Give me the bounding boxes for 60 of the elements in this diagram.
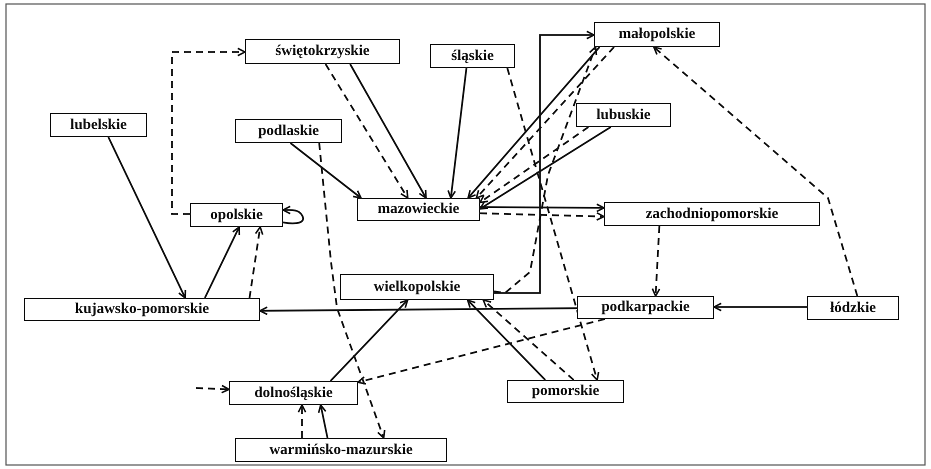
arrow bbox=[480, 203, 605, 212]
arrow bbox=[467, 46, 600, 199]
arrow bbox=[653, 46, 858, 296]
region-label: warmińsko-mazurskie bbox=[269, 442, 413, 458]
arrow bbox=[330, 299, 408, 382]
arrow bbox=[196, 384, 230, 394]
arrow bbox=[447, 68, 468, 199]
region-label: lubuskie bbox=[596, 106, 651, 124]
arrow bbox=[466, 299, 546, 381]
arrow bbox=[204, 226, 240, 298]
arrow bbox=[652, 226, 660, 297]
region-label: opolskie bbox=[210, 206, 263, 224]
arrow bbox=[713, 302, 807, 312]
region-label: pomorskie bbox=[532, 383, 600, 400]
arrow bbox=[479, 126, 612, 210]
region-box bbox=[807, 296, 899, 320]
region-label: dolnośląskie bbox=[254, 384, 333, 402]
arrow bbox=[506, 68, 600, 381]
region-label: podlaskie bbox=[258, 122, 319, 140]
arrow bbox=[324, 64, 409, 199]
region-box bbox=[235, 119, 342, 143]
arrow bbox=[298, 404, 306, 438]
region-label: świętokrzyskie bbox=[275, 43, 370, 60]
region-box bbox=[577, 296, 714, 319]
region-box bbox=[245, 39, 400, 64]
arrow bbox=[171, 48, 246, 215]
region-label: kujawsko-pomorskie bbox=[74, 301, 210, 318]
region-box bbox=[190, 203, 283, 227]
region-label: łódzkie bbox=[830, 300, 876, 316]
arrow bbox=[318, 404, 328, 438]
arrow bbox=[482, 299, 574, 381]
arrow bbox=[476, 46, 615, 199]
region-box bbox=[50, 113, 147, 137]
region-label: wielkopolskie bbox=[374, 278, 460, 296]
arrow bbox=[259, 306, 577, 316]
region-label: małopolskie bbox=[618, 26, 696, 43]
region-box bbox=[430, 44, 515, 68]
arrow bbox=[290, 142, 362, 199]
region-box bbox=[507, 380, 624, 403]
region-box bbox=[24, 298, 260, 321]
region-box bbox=[235, 438, 447, 462]
region-label: lubelskie bbox=[70, 116, 127, 134]
arrow bbox=[108, 136, 186, 299]
arrow bbox=[480, 212, 605, 221]
arrow bbox=[248, 226, 264, 298]
region-label: mazowieckie bbox=[378, 201, 460, 218]
region-box bbox=[576, 103, 671, 127]
region-label: śląskie bbox=[451, 48, 494, 64]
region-box bbox=[594, 22, 720, 47]
region-box bbox=[229, 381, 358, 405]
region-label: podkarpackie bbox=[601, 299, 690, 316]
arrow bbox=[357, 318, 606, 385]
region-box bbox=[357, 198, 480, 221]
self-loop-arrow bbox=[282, 206, 304, 224]
region-label: zachodniopomorskie bbox=[646, 206, 778, 222]
arrow bbox=[349, 64, 427, 199]
arrow bbox=[479, 126, 589, 204]
arrow bbox=[318, 142, 386, 439]
region-box bbox=[340, 274, 494, 300]
region-box bbox=[604, 202, 820, 226]
